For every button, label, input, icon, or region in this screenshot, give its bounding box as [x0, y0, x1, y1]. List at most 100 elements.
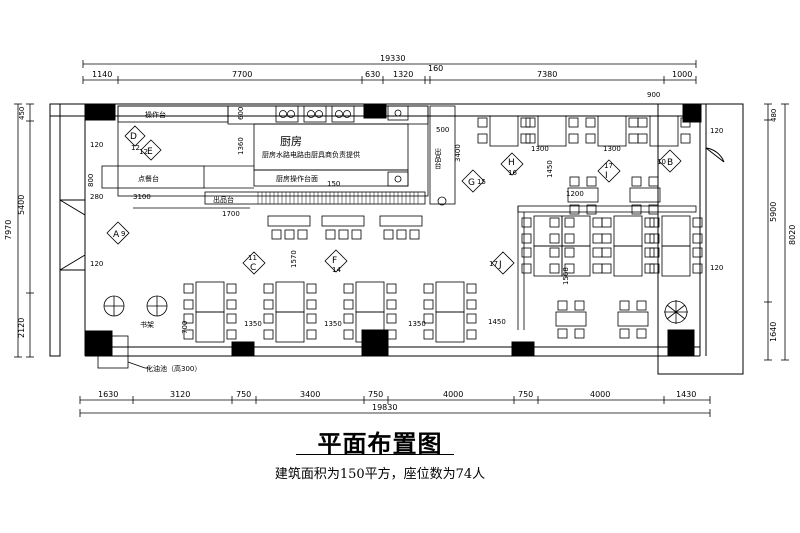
pickup-label: 出品台 [213, 195, 234, 204]
chair [525, 117, 536, 128]
chair [644, 217, 655, 228]
tag-i: I17 [597, 159, 621, 183]
chair [521, 217, 532, 228]
chair [466, 313, 477, 324]
dim-700: 700 [181, 321, 189, 334]
chair [601, 217, 612, 228]
svg-text:16: 16 [508, 169, 517, 177]
dining-table [649, 115, 679, 147]
dim-top-5: 7380 [537, 70, 557, 79]
chair [386, 329, 397, 340]
chair [692, 233, 703, 244]
chair [520, 117, 531, 128]
chair [564, 247, 575, 258]
chair [557, 300, 568, 311]
chair [386, 283, 397, 294]
chair [601, 263, 612, 274]
dim-600-a: 600 [237, 107, 245, 120]
svg-text:E: E [147, 147, 153, 157]
dim-bottom-2: 750 [236, 390, 251, 399]
svg-text:H: H [508, 158, 515, 168]
chair [396, 229, 407, 240]
bottom-dimension: 1630 3120 750 3400 750 4000 750 4000 143… [79, 390, 711, 417]
dim-1350-b: 1350 [324, 320, 342, 328]
dining-table [275, 311, 305, 343]
title-underline [296, 454, 454, 455]
chair [306, 283, 317, 294]
page-subtitle: 建筑面积为150平方，座位数为74人 [274, 467, 486, 482]
chair [284, 229, 295, 240]
chair [585, 133, 596, 144]
kitchen-counter-label: 厨房操作台面 [276, 174, 318, 183]
dining-table [555, 311, 587, 327]
chair [628, 117, 639, 128]
tag-b: B10 [657, 149, 682, 173]
svg-text:15: 15 [477, 178, 486, 186]
chair [628, 133, 639, 144]
chair [520, 133, 531, 144]
chair [521, 247, 532, 258]
dining-table [597, 115, 627, 147]
dining-table [537, 115, 567, 147]
chair [601, 233, 612, 244]
dining-table [617, 311, 649, 327]
dining-table [533, 215, 563, 247]
chair [549, 233, 560, 244]
chair [423, 283, 434, 294]
dim-1350-a: 1350 [244, 320, 262, 328]
chair [343, 299, 354, 310]
chair [636, 328, 647, 339]
chair [649, 233, 660, 244]
page-title: 平面布置图 [317, 429, 443, 458]
chair [644, 233, 655, 244]
chair [592, 247, 603, 258]
tag-h: H16 [500, 152, 524, 177]
dim-3100: 3100 [133, 193, 151, 201]
svg-text:C: C [250, 263, 256, 273]
svg-text:14: 14 [332, 266, 341, 274]
dining-table [355, 311, 385, 343]
bookshelf-label: 书架 [140, 320, 154, 329]
dim-1350-c: 1350 [408, 320, 426, 328]
dim-120-r2: 120 [710, 264, 723, 272]
chair [226, 299, 237, 310]
chair [692, 263, 703, 274]
chair [183, 299, 194, 310]
chair [692, 247, 703, 258]
dining-table [661, 245, 691, 277]
chair [306, 329, 317, 340]
dim-1570: 1570 [290, 250, 298, 268]
kitchen-note: 厨房水路电路由厨具商负责提供 [262, 150, 360, 159]
dim-left-0: 450 [18, 107, 26, 120]
chair [525, 133, 536, 144]
dim-150: 150 [327, 180, 340, 188]
chair [343, 313, 354, 324]
plant-icon [664, 300, 688, 324]
chair [386, 313, 397, 324]
chair [649, 247, 660, 258]
dim-800: 800 [87, 174, 95, 187]
septic-tank: 化油池（高300） [97, 335, 201, 373]
chair [409, 229, 420, 240]
dining-table [355, 281, 385, 313]
chair [521, 233, 532, 244]
chair [226, 283, 237, 294]
septic-label: 化油池（高300） [146, 364, 201, 373]
chair [183, 329, 194, 340]
kitchen-label: 厨房 [280, 135, 302, 148]
tag-j: J17 [489, 251, 515, 275]
dining-table [435, 311, 465, 343]
dim-right-2: 1640 [769, 322, 778, 342]
chair [466, 283, 477, 294]
chair [649, 263, 660, 274]
dim-1700: 1700 [222, 210, 240, 218]
chair [619, 328, 630, 339]
grille [257, 192, 419, 204]
svg-text:J: J [498, 260, 502, 270]
chair [549, 217, 560, 228]
chair [423, 299, 434, 310]
chair [423, 313, 434, 324]
dim-bottom-5: 4000 [443, 390, 463, 399]
